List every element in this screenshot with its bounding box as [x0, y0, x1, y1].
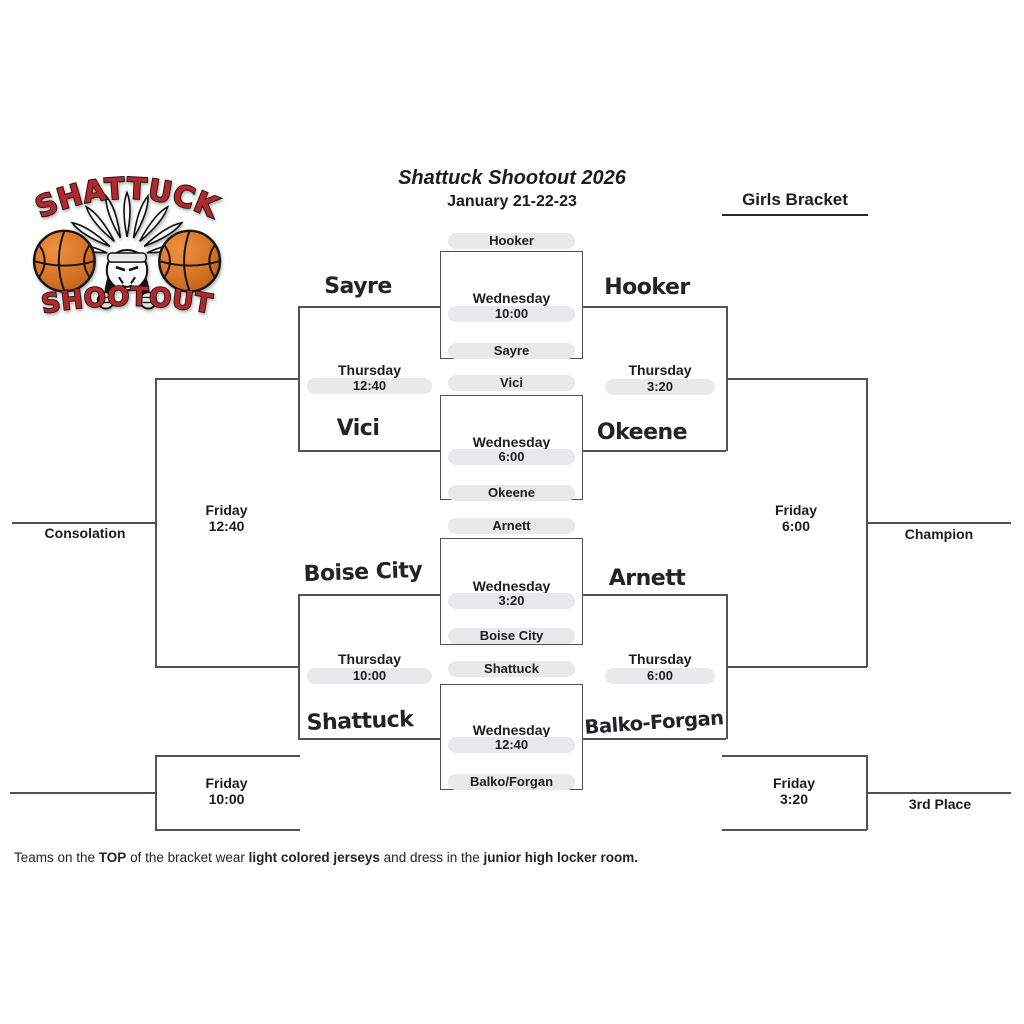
bracket-line: [155, 378, 298, 380]
game1-time: 10:00: [448, 306, 575, 322]
note-text: of the bracket wear: [126, 850, 249, 865]
bracket-line: [298, 594, 300, 739]
label-sayre: Sayre: [324, 274, 392, 299]
friday-championship: Friday 6:00: [726, 502, 866, 534]
label-arnett: Arnett: [608, 566, 686, 591]
label-hooker: Hooker: [604, 275, 690, 300]
game4-top-team: Shattuck: [448, 661, 575, 677]
thursday4-time: 6:00: [605, 668, 715, 684]
bracket-line: [298, 450, 440, 452]
game4-bottom-team: Balko/Forgan: [448, 774, 575, 790]
bracket-line: [298, 738, 440, 740]
page-title: Shattuck Shootout 2026: [398, 167, 626, 189]
game3-bottom-team: Boise City: [448, 628, 575, 644]
note-text: and dress in the: [379, 850, 484, 865]
svg-text:SHOOTOUT: SHOOTOUT: [39, 282, 215, 320]
friday2-day: Friday: [774, 502, 817, 518]
bracket-line: [298, 594, 440, 596]
thursday1-time: 12:40: [307, 378, 432, 394]
game4-day: Wednesday: [472, 722, 551, 738]
thursday2-day: Thursday: [628, 362, 692, 378]
friday-third-place-game: Friday 3:20: [722, 775, 866, 807]
thursday3-day: Thursday: [337, 651, 401, 667]
basketball-left-icon: [32, 229, 96, 293]
third-place-line: [866, 792, 1011, 794]
bracket-line: [298, 306, 300, 451]
bracket-label: Girls Bracket: [722, 190, 868, 216]
note-text-bold: light colored jerseys: [248, 850, 380, 865]
bracket-line: [155, 829, 300, 831]
label-shattuck: Shattuck: [306, 707, 414, 736]
game3-box: [440, 538, 583, 645]
bracket-line: [583, 738, 726, 740]
game3-top-team: Arnett: [448, 518, 575, 534]
shattuck-shootout-logo: SHATTUCK SHOOTOUT: [29, 172, 224, 321]
bracket-line: [726, 378, 867, 380]
game2-top-team: Vici: [448, 375, 575, 391]
consolation-line: [12, 522, 156, 524]
thursday2-time: 3:20: [605, 379, 715, 395]
bracket-line: [10, 792, 156, 794]
friday2-time: 6:00: [781, 517, 811, 534]
bracket-line: [726, 666, 867, 668]
bracket-line: [722, 829, 867, 831]
friday3-time: 10:00: [208, 790, 245, 807]
champion-line: [866, 522, 1011, 524]
consolation-label: Consolation: [44, 525, 126, 541]
bracket-line: [298, 306, 440, 308]
bracket-line: [583, 594, 726, 596]
label-okeene: Okeene: [596, 420, 688, 445]
bracket-line: [155, 666, 298, 668]
logo-bottom-text: SHOOTOUT: [38, 282, 215, 322]
bracket-line: [583, 306, 726, 308]
friday4-day: Friday: [772, 775, 815, 791]
thursday3-time: 10:00: [307, 668, 432, 684]
champion-label: Champion: [904, 526, 974, 542]
friday-consolation-semi: Friday 12:40: [160, 502, 293, 534]
jersey-note: Teams on the TOP of the bracket wear lig…: [14, 850, 1014, 865]
game3-time: 3:20: [448, 593, 575, 609]
friday1-day: Friday: [205, 502, 248, 518]
third-place-label: 3rd Place: [908, 796, 972, 812]
label-vici: Vici: [336, 416, 380, 441]
note-text-bold: junior high locker room.: [483, 850, 639, 865]
game4-time: 12:40: [448, 737, 575, 753]
note-text: Teams on the: [14, 850, 99, 865]
game2-day: Wednesday: [472, 434, 551, 450]
game3-day: Wednesday: [472, 578, 551, 594]
bracket-line: [583, 450, 726, 452]
game1-day: Wednesday: [472, 290, 551, 306]
label-boise-city: Boise City: [303, 557, 423, 588]
friday-consolation-final: Friday 10:00: [160, 775, 293, 807]
thursday4-day: Thursday: [628, 651, 692, 667]
game2-time: 6:00: [448, 449, 575, 465]
label-balko-forgan: Balko-Forgan: [583, 706, 725, 739]
friday3-day: Friday: [205, 775, 248, 791]
bracket-line: [722, 755, 867, 757]
bracket-line: [155, 755, 300, 757]
game1-top-team: Hooker: [448, 233, 575, 249]
mascot-icon: [96, 248, 158, 310]
note-text-bold: TOP: [98, 850, 127, 865]
friday4-time: 3:20: [779, 790, 809, 807]
game1-bottom-team: Sayre: [448, 343, 575, 359]
friday1-time: 12:40: [208, 517, 245, 534]
event-dates: January 21-22-23: [447, 193, 577, 210]
thursday1-day: Thursday: [337, 362, 401, 378]
basketball-right-icon: [158, 229, 222, 293]
game2-bottom-team: Okeene: [448, 485, 575, 501]
